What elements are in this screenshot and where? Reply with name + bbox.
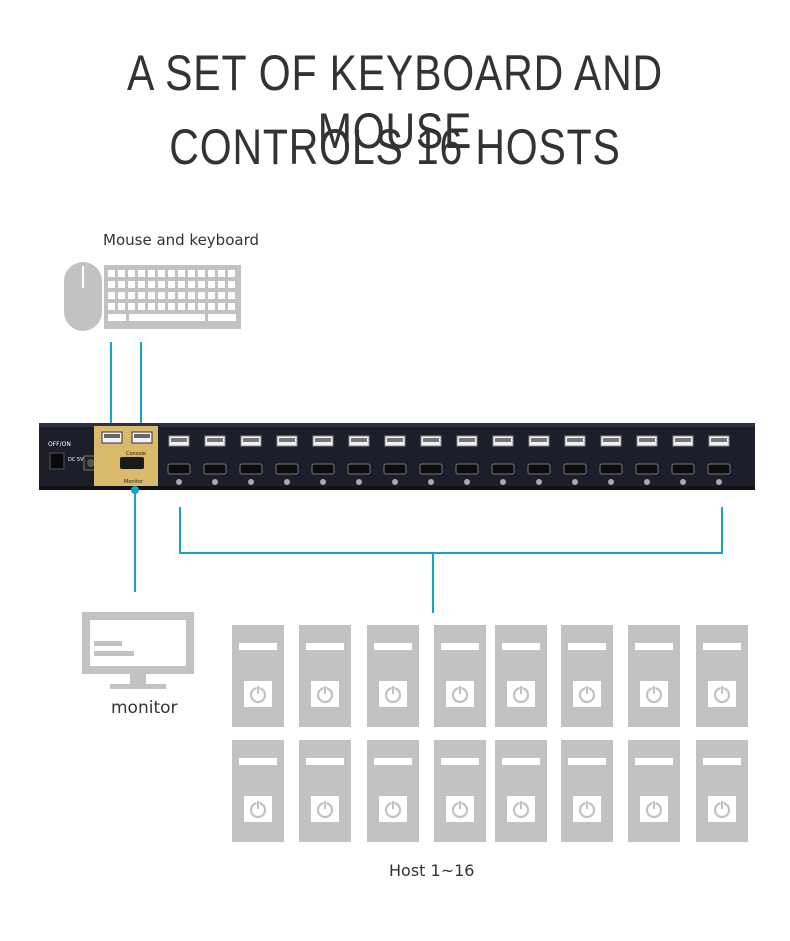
host-pc-icon: [299, 740, 351, 842]
host-hdmi-port[interactable]: [419, 463, 443, 475]
power-icon: [249, 685, 267, 704]
input-devices-label: Mouse and keyboard: [103, 231, 259, 249]
power-icon: [713, 800, 731, 819]
console-label: Console: [126, 451, 146, 457]
host-grid: [232, 625, 748, 842]
power-icon: [316, 685, 334, 704]
dc-power-jack[interactable]: [87, 459, 95, 467]
host-hdmi-port[interactable]: [491, 463, 515, 475]
power-icon: [578, 800, 596, 819]
host-pc-icon: [696, 740, 748, 842]
hosts-label: Host 1~16: [389, 861, 475, 880]
keyboard-icon: [104, 265, 241, 329]
host-hdmi-port[interactable]: [455, 463, 479, 475]
monitor-label: monitor: [111, 698, 178, 718]
host-pc-icon: [628, 625, 680, 727]
host-pc-icon: [495, 625, 547, 727]
host-hdmi-port[interactable]: [203, 463, 227, 475]
host-hdmi-port[interactable]: [239, 463, 263, 475]
host-hdmi-port[interactable]: [275, 463, 299, 475]
power-icon: [645, 800, 663, 819]
monitor-port-label: Monitor: [124, 479, 144, 485]
dc-label: DC 5V: [68, 457, 84, 463]
power-icon: [249, 800, 267, 819]
power-switch[interactable]: [49, 452, 65, 470]
host-pc-icon: [367, 740, 419, 842]
host-pc-icon: [232, 740, 284, 842]
host-hdmi-port[interactable]: [311, 463, 335, 475]
power-switch-label: OFF/ON: [48, 441, 71, 448]
host-pc-icon: [434, 625, 486, 727]
diagram-title-line-1: A SET OF KEYBOARD AND MOUSE: [127, 45, 663, 159]
power-icon: [451, 800, 469, 819]
host-hdmi-port[interactable]: [707, 463, 731, 475]
host-pc-icon: [232, 625, 284, 727]
host-cables-bracket: [179, 507, 723, 613]
host-hdmi-port[interactable]: [635, 463, 659, 475]
host-hdmi-port[interactable]: [383, 463, 407, 475]
mouse-icon: [64, 262, 102, 331]
power-icon: [384, 685, 402, 704]
host-hdmi-port[interactable]: [167, 463, 191, 475]
power-icon: [316, 800, 334, 819]
host-pc-icon: [561, 740, 613, 842]
power-icon: [512, 685, 530, 704]
host-pc-icon: [367, 625, 419, 727]
diagram-title-line-2: CONTROLS 16 HOSTS: [169, 119, 621, 175]
host-pc-icon: [434, 740, 486, 842]
host-hdmi-port[interactable]: [563, 463, 587, 475]
host-pc-icon: [299, 625, 351, 727]
host-hdmi-port[interactable]: [527, 463, 551, 475]
power-icon: [645, 685, 663, 704]
host-pc-icon: [495, 740, 547, 842]
monitor-icon: [82, 612, 194, 689]
host-hdmi-port[interactable]: [599, 463, 623, 475]
power-icon: [384, 800, 402, 819]
kvm-switch-panel: OFF/ON DC 5V Console Monitor: [39, 423, 755, 490]
power-icon: [713, 685, 731, 704]
power-icon: [512, 800, 530, 819]
host-pc-icon: [628, 740, 680, 842]
host-hdmi-port[interactable]: [671, 463, 695, 475]
host-pc-icon: [696, 625, 748, 727]
console-monitor-port[interactable]: [120, 457, 144, 469]
power-icon: [451, 685, 469, 704]
power-icon: [578, 685, 596, 704]
host-pc-icon: [561, 625, 613, 727]
monitor-cable: [131, 486, 139, 592]
input-cables: [110, 342, 142, 432]
host-hdmi-port[interactable]: [347, 463, 371, 475]
